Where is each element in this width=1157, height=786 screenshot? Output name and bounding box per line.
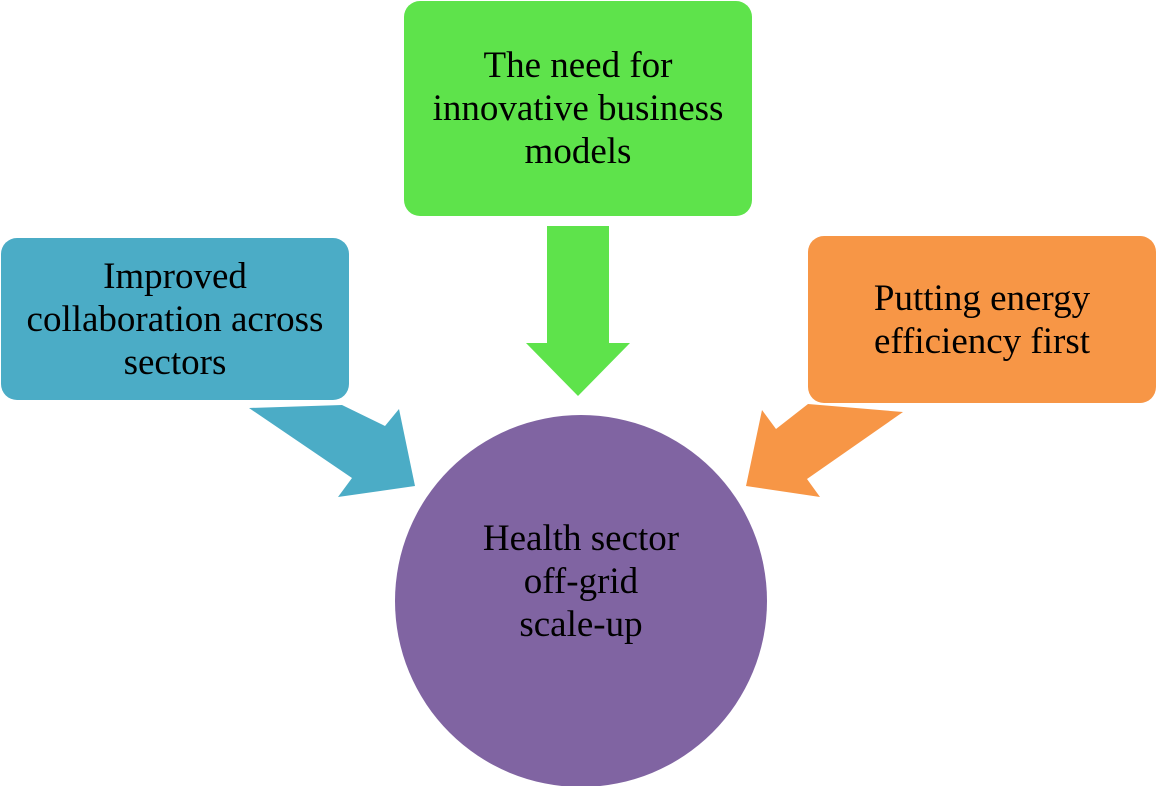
driver-label-energy-efficiency: Putting energy efficiency first — [873, 277, 1091, 362]
arrow-left-to-center — [249, 405, 415, 497]
driver-label-business-models: The need for innovative business models — [432, 45, 724, 172]
center-circle: Health sector off-grid scale-up — [395, 415, 767, 786]
arrow-right-to-center — [746, 404, 903, 497]
driver-box-business-models: The need for innovative business models — [404, 1, 752, 216]
driver-box-collaboration: Improved collaboration across sectors — [1, 238, 349, 400]
center-label: Health sector off-grid scale-up — [482, 517, 680, 645]
driver-label-collaboration: Improved collaboration across sectors — [26, 255, 324, 383]
driver-box-energy-efficiency: Putting energy efficiency first — [808, 236, 1156, 403]
arrow-top-to-center — [526, 226, 630, 396]
